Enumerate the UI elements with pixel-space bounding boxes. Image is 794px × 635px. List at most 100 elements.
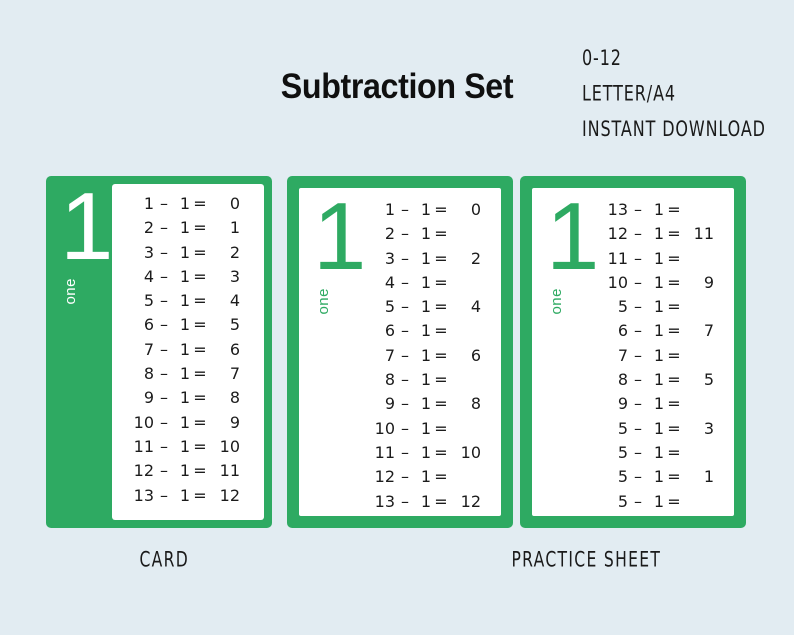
meta-format: LETTER/A4 [582,79,676,106]
minuend: 5 [617,467,628,487]
subtrahend: 1 [653,248,664,268]
equation-row: 5–1=4 [112,289,262,313]
subtrahend: 1 [179,194,190,213]
equals-sign: = [193,364,207,384]
equation-row: 10–1=9 [112,411,262,435]
subtrahend: 1 [653,321,664,341]
subtrahend: 1 [653,491,664,511]
minus-sign: – [160,242,168,262]
equals-sign: = [667,394,681,414]
minuend: 6 [143,315,154,335]
minus-sign: – [160,388,168,408]
minuend: 3 [143,242,154,262]
answer: 8 [229,388,240,408]
minus-sign: – [160,266,168,286]
subtrahend: 1 [653,370,664,390]
answer: 1 [229,218,240,238]
equation-row: 13–1= [532,198,732,222]
subtrahend: 1 [420,442,431,462]
minus-sign: – [401,467,409,487]
subtrahend: 1 [179,291,190,311]
minus-sign: – [160,315,168,335]
minus-sign: – [634,224,642,244]
minuend: 12 [133,461,154,481]
equation-row: 5–1= [532,490,732,514]
equation-row: 7–1= [532,344,732,368]
answer: 11 [219,461,240,481]
subtrahend: 1 [420,394,431,414]
minus-sign: – [401,224,409,244]
minus-sign: – [160,364,168,384]
minus-sign: – [160,461,168,481]
product-meta: 0-12 LETTER/A4 INSTANT DOWNLOAD [582,40,765,147]
card-answer-panel [112,184,264,520]
minuend: 11 [374,442,395,462]
equation-row: 6–1= [299,319,499,343]
equation-row: 12–1=11 [532,222,732,246]
subtrahend: 1 [420,491,431,511]
equation-row: 10–1=9 [532,271,732,295]
equals-sign: = [193,388,207,408]
equals-sign: = [667,467,681,487]
subtrahend: 1 [653,467,664,487]
equals-sign: = [434,467,448,487]
subtrahend: 1 [653,297,664,317]
answer: 1 [703,467,714,487]
minuend: 13 [374,491,395,511]
minus-sign: – [634,418,642,438]
subtrahend: 1 [179,485,190,505]
equals-sign: = [667,442,681,462]
equals-sign: = [193,461,207,481]
minus-sign: – [160,339,168,359]
minuend: 11 [133,436,154,456]
minus-sign: – [401,442,409,462]
minuend: 8 [384,370,395,390]
equals-sign: = [193,412,207,432]
minuend: 2 [384,224,395,244]
minuend: 1 [384,200,395,219]
equation-row: 11–1=10 [299,441,499,465]
answer: 9 [703,272,714,292]
equation-row: 13–1=12 [112,484,262,508]
subtrahend: 1 [420,321,431,341]
equals-sign: = [434,297,448,317]
subtrahend: 1 [420,418,431,438]
minuend: 12 [374,467,395,487]
minuend: 5 [617,491,628,511]
equals-sign: = [193,485,207,505]
minus-sign: – [634,321,642,341]
subtrahend: 1 [653,394,664,414]
subtrahend: 1 [653,200,664,219]
subtrahend: 1 [179,339,190,359]
equation-row: 8–1=7 [112,362,262,386]
equals-sign: = [434,418,448,438]
equals-sign: = [667,345,681,365]
equals-sign: = [193,291,207,311]
equals-sign: = [193,242,207,262]
equation-row: 10–1= [299,417,499,441]
equals-sign: = [667,491,681,511]
minus-sign: – [634,297,642,317]
equals-sign: = [193,218,207,238]
subtrahend: 1 [420,467,431,487]
subtrahend: 1 [653,418,664,438]
equation-row: 4–1=3 [112,265,262,289]
caption-practice-sheet: PRACTICE SHEET [511,548,662,573]
minuend: 10 [133,412,154,432]
minus-sign: – [401,345,409,365]
answer: 6 [229,339,240,359]
subtrahend: 1 [420,272,431,292]
equals-sign: = [434,491,448,511]
equals-sign: = [193,315,207,335]
minuend: 7 [143,339,154,359]
answer: 2 [229,242,240,262]
answer: 7 [703,321,714,341]
minuend: 5 [617,418,628,438]
subtrahend: 1 [179,364,190,384]
